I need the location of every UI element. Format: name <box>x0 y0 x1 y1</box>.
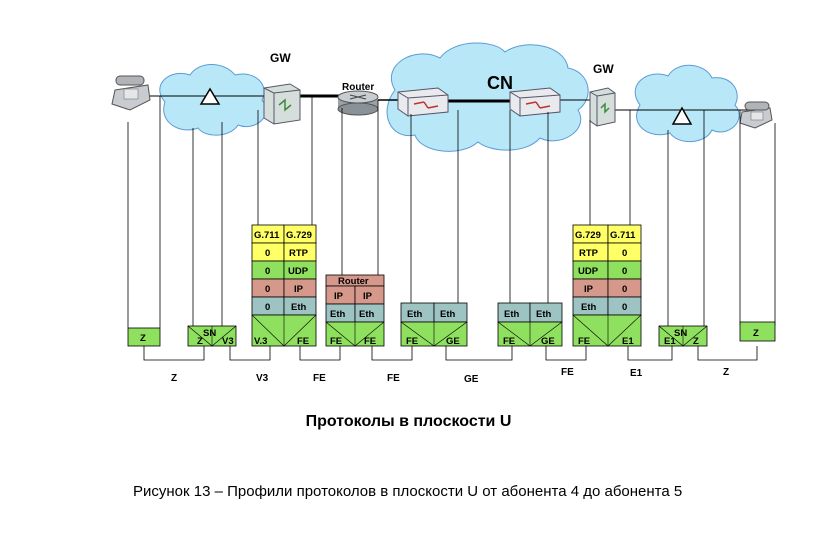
link-label-fe-1: FE <box>313 373 326 384</box>
core-switch-left-icon <box>397 87 449 117</box>
gw-left-col2-row2: RTP <box>289 248 309 259</box>
subscriber-right-cell: Z <box>753 328 759 339</box>
core-switch-right-icon <box>509 87 561 117</box>
switch-node-left-icon <box>199 87 221 105</box>
router-stack-header: Router <box>338 276 369 287</box>
gw-left-bottom-left: V.3 <box>254 336 267 347</box>
gw-left-col2-row4: IP <box>294 284 304 295</box>
vertical-lines <box>127 96 776 328</box>
gateway-left-icon <box>263 83 301 125</box>
switch-node-right-icon <box>671 106 693 125</box>
gw-right-col2-row4: 0 <box>622 284 627 295</box>
gw-left-col1-row1: G.711 <box>254 230 280 241</box>
bottom-links <box>143 346 758 361</box>
core-network-label: CN <box>487 73 513 93</box>
link-label-ge: GE <box>464 374 479 385</box>
link-label-z-right: Z <box>723 367 729 378</box>
gw-left-col1-row4: 0 <box>265 284 270 295</box>
switch-right-bottom-left: FE <box>503 336 515 347</box>
gw-right-col1-row5: Eth <box>581 302 597 313</box>
interface-labels: Z V3 FE FE GE FE E1 Z <box>171 367 729 385</box>
gw-left-col2-row1: G.729 <box>286 230 312 241</box>
gw-left-col1-row3: 0 <box>265 266 270 277</box>
switch-left-bottom-left: FE <box>406 336 418 347</box>
diagram-title: Протоколы в плоскости U <box>305 413 512 430</box>
subscriber-left-cell: Z <box>140 333 146 344</box>
gw-right-col1-row1: G.729 <box>575 230 601 241</box>
sn-right-left-cell: E1 <box>664 336 676 347</box>
switch-right-stack: Eth Eth FE GE <box>497 302 563 347</box>
gateway-right-label: GW <box>593 62 614 76</box>
subscriber-left-stack: Z <box>127 327 161 347</box>
gateway-right-icon <box>589 87 616 127</box>
switch-left-col2: Eth <box>440 309 456 320</box>
sn-right-header: SN <box>674 328 687 339</box>
sn-right-right-cell: Z <box>693 336 699 347</box>
switch-left-bottom-right: GE <box>446 336 460 347</box>
access-cloud-right <box>634 64 740 143</box>
top-links <box>150 94 755 111</box>
link-label-fe-3: FE <box>561 367 574 378</box>
switch-left-stack: Eth Eth FE GE <box>400 302 468 347</box>
gw-left-col1-row5: 0 <box>265 302 270 313</box>
switch-right-col1: Eth <box>504 309 520 320</box>
figure-caption: Рисунок 13 – Профили протоколов в плоско… <box>133 483 683 500</box>
link-label-z-left: Z <box>171 373 177 384</box>
gw-left-bottom-right: FE <box>297 336 309 347</box>
gw-right-bottom-left: FE <box>578 336 590 347</box>
gw-right-bottom-right: E1 <box>622 336 634 347</box>
gateway-left-stack: G.711 G.729 0 RTP 0 UDP 0 IP 0 Eth V.3 F… <box>251 224 317 347</box>
telephone-left-icon <box>111 75 151 111</box>
router-col1-row2: Eth <box>330 309 346 320</box>
gw-left-col1-row2: 0 <box>265 248 270 259</box>
router-col1-row1: IP <box>334 291 344 302</box>
switch-left-col1: Eth <box>407 309 423 320</box>
sn-right-stack: SN E1 Z <box>658 325 708 347</box>
gw-right-col2-row3: 0 <box>622 266 627 277</box>
subscriber-right-stack: Z <box>739 321 776 342</box>
sn-left-left-cell: Z <box>197 336 203 347</box>
router-col2-row2: Eth <box>359 309 375 320</box>
switch-right-col2: Eth <box>536 309 552 320</box>
link-label-e1: E1 <box>630 368 643 379</box>
gw-right-col1-row3: UDP <box>578 266 599 277</box>
sn-left-stack: SN Z V3 <box>187 325 237 347</box>
core-network-cloud <box>386 42 589 152</box>
gateway-right-stack: G.729 G.711 RTP 0 UDP 0 IP 0 Eth 0 FE E1 <box>572 224 642 347</box>
gw-left-col2-row5: Eth <box>291 302 307 313</box>
router-icon <box>337 90 379 116</box>
sn-left-header: SN <box>203 328 216 339</box>
switch-right-bottom-right: GE <box>541 336 555 347</box>
link-label-fe-2: FE <box>387 373 400 384</box>
link-label-v3: V3 <box>256 373 269 384</box>
router-col2-row1: IP <box>363 291 373 302</box>
gateway-left-label: GW <box>270 51 291 65</box>
telephone-right-icon <box>739 101 773 129</box>
gw-left-col2-row3: UDP <box>288 266 309 277</box>
gw-right-col2-row5: 0 <box>622 302 627 313</box>
gw-right-col1-row2: RTP <box>579 248 599 259</box>
router-bottom-right: FE <box>364 336 376 347</box>
gw-right-col2-row2: 0 <box>622 248 627 259</box>
gw-right-col2-row1: G.711 <box>610 230 636 241</box>
gw-right-col1-row4: IP <box>584 284 594 295</box>
router-label: Router <box>342 82 374 93</box>
router-bottom-left: FE <box>330 336 342 347</box>
router-stack: Router IP IP Eth Eth FE FE <box>325 274 385 347</box>
sn-left-right-cell: V3 <box>222 336 234 347</box>
